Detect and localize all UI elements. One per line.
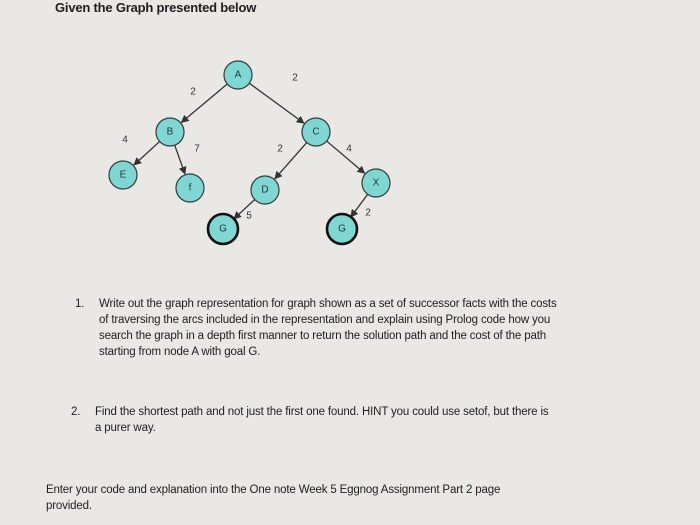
graph-node-E: E [108, 160, 138, 190]
graph-node-X: X [361, 168, 391, 198]
graph-nodes: A B C Ef D X G G [108, 60, 391, 246]
graph-node-D: D [250, 175, 280, 205]
question-number: 2. [71, 406, 81, 418]
question-line: Write out the graph representation for g… [99, 298, 557, 310]
node-circle [223, 60, 253, 90]
edge-cost-label: 4 [122, 135, 128, 146]
edge-D-G1 [233, 199, 256, 220]
edge-cost-label: 2 [365, 208, 371, 219]
question-line: a purer way. [95, 422, 156, 434]
goal-node-circle [206, 212, 240, 246]
node-label: A [235, 70, 242, 81]
node-label: f [189, 183, 192, 194]
edge-cost-label: 4 [346, 144, 352, 155]
node-circle [361, 168, 391, 198]
question-line: search the graph in a depth first manner… [99, 330, 546, 342]
edge-cost-label: 7 [194, 144, 200, 155]
edge-X-G2 [350, 193, 369, 218]
edge-A-C [248, 82, 305, 124]
node-label: G [219, 224, 227, 235]
graph-node-f: f [175, 173, 205, 203]
graph-diagram: 2 2 4 7 2 4 5 2 A B C Ef D X G G [108, 60, 391, 246]
edge-cost-label: 2 [190, 87, 196, 98]
edge-B-f [174, 144, 187, 175]
graph-node-C: C [301, 117, 331, 147]
node-circle [175, 173, 205, 203]
graph-node-B: B [155, 117, 185, 147]
node-label: D [261, 185, 268, 196]
question-text: Find the shortest path and not just the … [95, 404, 549, 436]
node-label: C [312, 127, 319, 138]
question-line: of traversing the arcs included in the r… [99, 314, 551, 326]
edge-C-X [326, 140, 366, 174]
graph-node-G1: G [206, 212, 240, 246]
node-circle [250, 175, 280, 205]
page-title: Given the Graph presented below [55, 0, 257, 15]
node-label: E [120, 170, 127, 181]
graph-node-A: A [223, 60, 253, 90]
node-circle [155, 117, 185, 147]
question-line: Find the shortest path and not just the … [95, 406, 549, 418]
node-circle [301, 117, 331, 147]
edge-cost-label: 2 [277, 144, 283, 155]
node-label: G [338, 224, 346, 235]
footer-line: provided. [46, 500, 92, 512]
edge-B-E [133, 140, 161, 166]
node-circle [108, 160, 138, 190]
edge-cost-label: 5 [246, 211, 252, 222]
graph-node-G2: G [325, 212, 359, 246]
question-number: 1. [75, 298, 85, 310]
edge-C-D [274, 142, 308, 180]
graph-edges: 2 2 4 7 2 4 5 2 [122, 73, 371, 222]
goal-node-circle [325, 212, 359, 246]
edge-cost-label: 2 [292, 73, 298, 84]
node-label: B [167, 127, 174, 138]
question-text: Write out the graph representation for g… [99, 296, 557, 360]
node-label: X [373, 178, 380, 189]
edge-A-B [180, 83, 228, 124]
instructions-footer: Enter your code and explanation into the… [46, 482, 606, 514]
question-line: starting from node A with goal G. [99, 346, 261, 358]
footer-line: Enter your code and explanation into the… [46, 484, 501, 496]
